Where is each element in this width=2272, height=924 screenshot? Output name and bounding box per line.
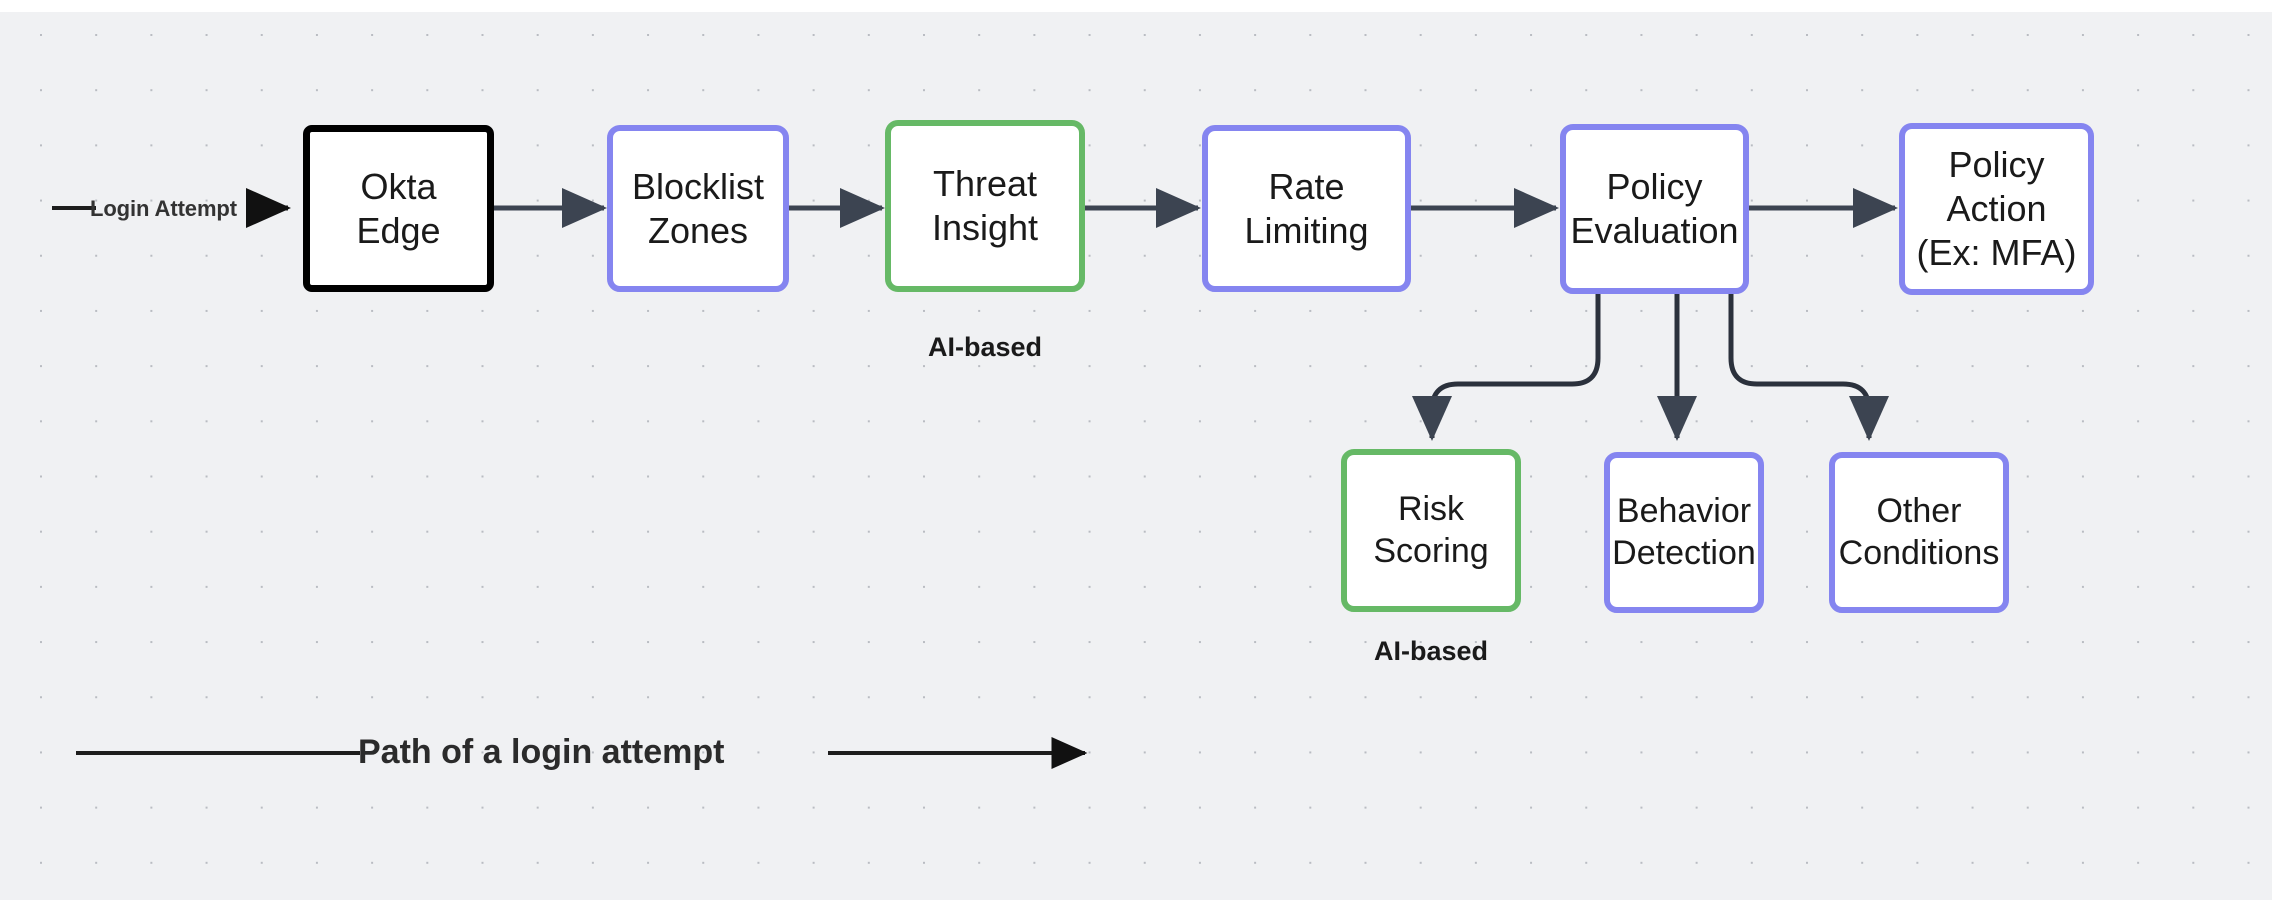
node-policy-action[interactable]: Policy Action (Ex: MFA) <box>1899 123 2094 295</box>
edge-policy-to-risk-scoring <box>1412 294 1601 442</box>
node-okta-edge[interactable]: Okta Edge <box>303 125 494 292</box>
node-blocklist-zones[interactable]: Blocklist Zones <box>607 125 789 292</box>
edge-label-login-attempt: Login Attempt <box>90 196 237 221</box>
annotation-ai-based-risk-scoring: AI-based <box>1373 636 1489 666</box>
annotation-ai-based-threat-insight: AI-based <box>927 332 1043 362</box>
legend-label: Path of a login attempt <box>358 733 725 771</box>
node-other-conditions[interactable]: Other Conditions <box>1829 452 2009 613</box>
node-behavior-detection[interactable]: Behavior Detection <box>1604 452 1764 613</box>
node-policy-evaluation[interactable]: Policy Evaluation <box>1560 124 1749 294</box>
node-threat-insight[interactable]: Threat Insight <box>885 120 1085 292</box>
node-risk-scoring[interactable]: Risk Scoring <box>1341 449 1521 612</box>
edge-policy-to-other-conditions <box>1728 294 1889 442</box>
node-rate-limiting[interactable]: Rate Limiting <box>1202 125 1411 292</box>
